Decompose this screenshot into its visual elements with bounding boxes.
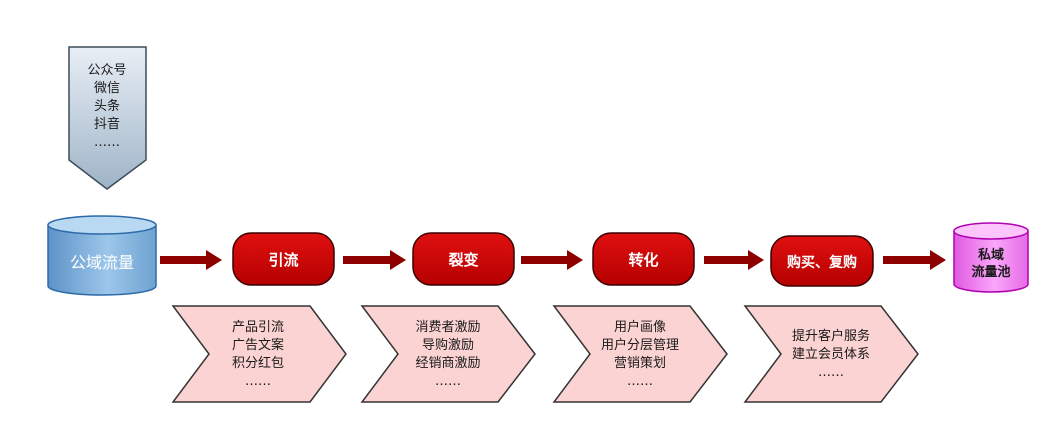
stage-1-label: 引流 bbox=[268, 251, 298, 269]
flow-arrow-4 bbox=[704, 250, 764, 270]
stage-detail-line: 提升客户服务 bbox=[792, 328, 870, 344]
source-channel-line: …… bbox=[94, 135, 120, 150]
stage-4-label: 购买、复购 bbox=[787, 254, 857, 271]
stage-2-details: 消费者激励导购激励经销商激励 …… bbox=[360, 305, 536, 403]
end-node-line: 私域 bbox=[978, 247, 1004, 263]
source-channel-line: 公众号 bbox=[87, 63, 126, 78]
stage-detail-line: 产品引流 bbox=[232, 320, 284, 335]
stage-3-label: 转化 bbox=[628, 251, 658, 269]
source-channel-line: 头条 bbox=[94, 98, 120, 114]
stage-detail-line: 积分红包 bbox=[232, 355, 284, 371]
stage-1-detail-list: 产品引流广告文案积分红包 …… bbox=[232, 320, 284, 389]
stage-3-details: 用户画像用户分层管理营销策划 …… bbox=[552, 305, 728, 403]
end-node-line: 流量池 bbox=[971, 264, 1010, 280]
flow-arrows bbox=[160, 250, 946, 270]
stage-detail-line: 导购激励 bbox=[422, 337, 474, 353]
source-channel-line: 抖音 bbox=[94, 116, 120, 132]
stage-detail-line: …… bbox=[245, 374, 271, 389]
stage-detail-line: 消费者激励 bbox=[415, 320, 480, 335]
stage-detail-line: 营销策划 bbox=[614, 355, 666, 371]
stage-detail-line: 经销商激励 bbox=[415, 356, 480, 371]
flow-arrow-3 bbox=[521, 250, 583, 270]
stage-3-detail-list: 用户画像用户分层管理营销策划 …… bbox=[601, 319, 679, 389]
source-channels-list: 公众号微信头条抖音 …… bbox=[87, 63, 126, 150]
flow-arrow-5 bbox=[883, 250, 946, 270]
source-channels-shape: 公众号微信头条抖音 …… bbox=[68, 46, 147, 190]
stage-detail-line: …… bbox=[435, 374, 461, 389]
private-traffic-pool-cylinder: 私域流量池 bbox=[953, 222, 1029, 293]
source-channel-line: 微信 bbox=[94, 81, 120, 96]
stage-2-label: 裂变 bbox=[447, 251, 478, 269]
flow-arrow-1 bbox=[160, 250, 222, 270]
public-traffic-cylinder: 公域流量 bbox=[47, 215, 157, 296]
stage-detail-line: 广告文案 bbox=[232, 338, 284, 353]
stage-3: 转化 bbox=[592, 232, 695, 286]
stage-4: 购买、复购 bbox=[770, 235, 874, 287]
stage-4-details: 提升客户服务建立会员体系 …… bbox=[743, 305, 919, 403]
start-node-label: 公域流量 bbox=[70, 253, 134, 272]
flow-arrow-2 bbox=[343, 250, 406, 270]
stage-2-detail-list: 消费者激励导购激励经销商激励 …… bbox=[415, 320, 480, 389]
stage-detail-line: 建立会员体系 bbox=[792, 347, 870, 362]
stage-detail-line: 用户画像 bbox=[614, 319, 666, 335]
stage-detail-line: …… bbox=[818, 365, 844, 380]
stage-2: 裂变 bbox=[412, 232, 515, 286]
stage-4-detail-list: 提升客户服务建立会员体系 …… bbox=[792, 328, 870, 380]
stage-detail-line: 用户分层管理 bbox=[601, 337, 679, 353]
end-node-label: 私域流量池 bbox=[971, 247, 1010, 280]
stage-1-details: 产品引流广告文案积分红包 …… bbox=[171, 305, 347, 403]
stage-1: 引流 bbox=[232, 232, 335, 286]
stage-detail-line: …… bbox=[627, 374, 653, 389]
